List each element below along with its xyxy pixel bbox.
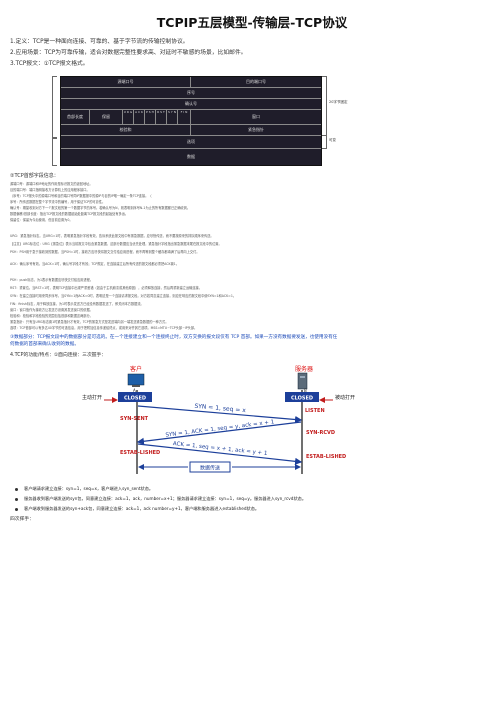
field-line-1: 源端口号：源端口和IP地址的作用是标识报文的返回地址。: [10, 182, 93, 186]
flag-line-9: 窗口：窗口值作为接收方让发送方设置其发送窗口的依据。: [10, 308, 93, 312]
reserved-cell: 保留: [90, 110, 123, 124]
flag-line-7: SYN：在建立连接时用来同步序号。当SYN=1而ACK=0时，表明这是一个连接请…: [10, 294, 237, 298]
seq-cell: 序号: [187, 90, 195, 95]
variable-length-label: 可变: [329, 138, 336, 142]
header-left-bracket: [24, 76, 58, 166]
server-computer-icon: [297, 372, 308, 390]
flag-line-12: 选项：TCP首部可以有多达40字节的可选信息，用于把附加信息传递给终点，或用来对…: [10, 326, 198, 330]
section-2-heading: ②TCP首部字段信息：: [10, 173, 59, 179]
intro-line-2: 2.应用场景：TCP为可靠传输，适合对数据完整性要求高、对延时不敏感的场景，比如…: [10, 50, 247, 56]
checksum-cell: 校验和: [61, 125, 191, 135]
step-2-text: 服务器收到客户端发送的syn包，同意建立连接：ack=1，ack，number=…: [24, 496, 307, 501]
window-cell: 窗口: [252, 114, 260, 119]
options-cell: 选项: [187, 139, 195, 144]
active-open-label: 主动打开: [82, 394, 102, 401]
server-established-state: ESTAB-LISHED: [306, 454, 346, 460]
client-syn-sent-state: SYN-SENT: [120, 416, 149, 422]
field-line-4: 序号：所传送数据在整个字节流中的编号，用于保证TCP的可靠性。: [10, 200, 106, 204]
field-line-6: 数据偏移/首部长度：指出TCP报文段的数据起始处距离TCP报文段的起始处有多远。: [10, 212, 129, 216]
field-line-2: 目的端口号：端口指明接收方计算机上的应用程序接口。: [10, 188, 90, 192]
flag-line-2: 【注意】URG标志位：URG【紧急位】表示当前报文中包含紧急数据，这部分数据应当…: [10, 242, 222, 246]
fixed-length-label: 20字节固定: [329, 100, 348, 104]
client-established-state: ESTAB-LISHED: [120, 450, 160, 456]
client-a-label: A: [133, 388, 136, 393]
dest-port-cell: 目的端口号: [246, 79, 266, 84]
server-b-label: B: [304, 388, 307, 393]
client-computer-icon: [127, 373, 145, 387]
list-item: 客户端收到服务器发送的syn+ack包，同意建立连接：ack=1，ack num…: [14, 504, 494, 514]
data-cell: 数据: [187, 154, 195, 159]
client-label: 客户: [130, 365, 142, 373]
ack-cell: 确认号: [185, 101, 197, 106]
handshake-steps-list: 客户端请求建立连接：syn=1，seq=x，客户端进入syn_sent状态。 服…: [14, 484, 494, 514]
flag-line-5: PSH：push标志，为1表示有数据应尽快交付给应用进程。: [10, 278, 94, 282]
flag-line-6: RST：重置位。当RST=1时，表明TCP连接中出现严重差错（如由于主机崩溃或其…: [10, 286, 202, 290]
list-item: 服务器收到客户端发送的syn包，同意建立连接：ack=1，ack，number=…: [14, 494, 494, 504]
syn-ack-message: SYN = 1, ACK = 1, seq = y, ack = x + 1: [165, 419, 274, 438]
field-line-7: 保留位：保留为今后使用，但目前应置为0。: [10, 218, 73, 222]
header-right-labels: 20字节固定 可变: [322, 76, 364, 164]
field-line-3: （序号）TCP报头中的源端口号和目的端口号同IP数据报中的源IP与目的IP唯一确…: [10, 194, 152, 198]
flag-line-3: PSH：PSH用于急于接收到的数据，当PSH=1时，接收方应尽快将报文交付给应用…: [10, 250, 200, 254]
step-3-text: 客户端收到服务器发送的syn+ack包，同意建立连接：ack=1，ack num…: [24, 506, 260, 511]
flag-line-8: FIN：finish标志，用于释放连接，为1时表示发送方已经没有数据发送了，即关…: [10, 302, 144, 306]
flag-line-4: ACK：确认序号有效。当ACK=1时，确认号字段才有效；TCP规定，在连接建立后…: [10, 262, 180, 266]
server-syn-rcvd-state: SYN-RCVD: [306, 430, 335, 436]
syn-ack-arrow: [136, 421, 302, 445]
client-closed-state: CLOSED: [124, 396, 146, 402]
intro-line-3: 3.TCP报文：①TCP报文格式。: [10, 61, 89, 67]
step-1-text: 客户端请求建立连接：syn=1，seq=x，客户端进入syn_sent状态。: [24, 486, 154, 491]
handshake-svg: 客户 服务器 A B CLOSED CLOSED 主动打开 被: [82, 365, 355, 474]
flag-syn-cell: S Y N: [167, 110, 178, 124]
page-title: TCPIP五层模型-传输层-TCP协议: [156, 15, 348, 30]
tcp-header-diagram: 源端口号 目的端口号 序号 确认号 首部长度 保留 U R G A C K P …: [60, 76, 322, 166]
flag-ack-cell: A C K: [134, 110, 145, 124]
server-listen-state: LISTEN: [305, 408, 325, 414]
flag-line-1: URG：紧急指针标志。当URG=1时，表明紧急指针字段有效，告诉系统此报文段中有…: [10, 234, 214, 238]
flag-fin-cell: F I N: [178, 110, 191, 124]
four-way-heading: 四次挥手：: [10, 517, 34, 522]
header-length-cell: 首部长度: [61, 110, 90, 124]
handshake-diagram: 客户 服务器 A B CLOSED CLOSED 主动打开 被: [80, 362, 370, 474]
flag-urg-cell: U R G: [123, 110, 134, 124]
header-row-flags: 首部长度 保留 U R G A C K P S H R S T S Y N F …: [61, 110, 321, 125]
header-row-ack: 确认号: [61, 99, 321, 110]
flag-line-11: 紧急指针：只有当URG标志置1时紧急指针才有效，TCP的紧急方式是发送端向另一端…: [10, 320, 169, 324]
urgent-pointer-cell: 紧急指针: [248, 127, 264, 132]
server-label: 服务器: [295, 365, 313, 373]
flag-psh-cell: P S H: [145, 110, 156, 124]
data-transfer-label: 数据传送: [200, 465, 220, 472]
header-row-options: 选项: [61, 136, 321, 149]
field-line-5: 确认号：期望收到对方下一个报文段的第一个数据字节的序号。若确认号为N，则表明到序…: [10, 206, 191, 210]
header-row-checksum: 校验和 紧急指针: [61, 125, 321, 136]
header-row-seq: 序号: [61, 88, 321, 99]
source-port-cell: 源端口号: [61, 77, 191, 87]
passive-open-label: 被动打开: [335, 394, 355, 401]
list-item: 客户端请求建立连接：syn=1，seq=x，客户端进入syn_sent状态。: [14, 484, 494, 494]
header-row-ports: 源端口号 目的端口号: [61, 77, 321, 88]
flag-rst-cell: R S T: [156, 110, 167, 124]
syn-arrow: [137, 405, 303, 424]
server-closed-state: CLOSED: [291, 396, 313, 402]
flag-line-10: 检验和：检验和字段检验的范围包括首部和数据这两部分。: [10, 314, 93, 318]
intro-line-1: 1.定义：TCP是一种面向连接、可靠的、基于字节流的传输控制协议。: [10, 39, 189, 45]
section-4-heading: 4.TCP的功能/特点：①面向连接：三次握手：: [10, 353, 107, 358]
ack-arrow: [137, 443, 303, 465]
header-row-data: 数据: [61, 149, 321, 164]
syn-message: SYN = 1, seq = x: [194, 403, 246, 414]
data-section-text: ③数据部分：TCP报文段中的数据部分是可选的。在一个连接建立和一个连接终止时，双…: [10, 335, 338, 347]
